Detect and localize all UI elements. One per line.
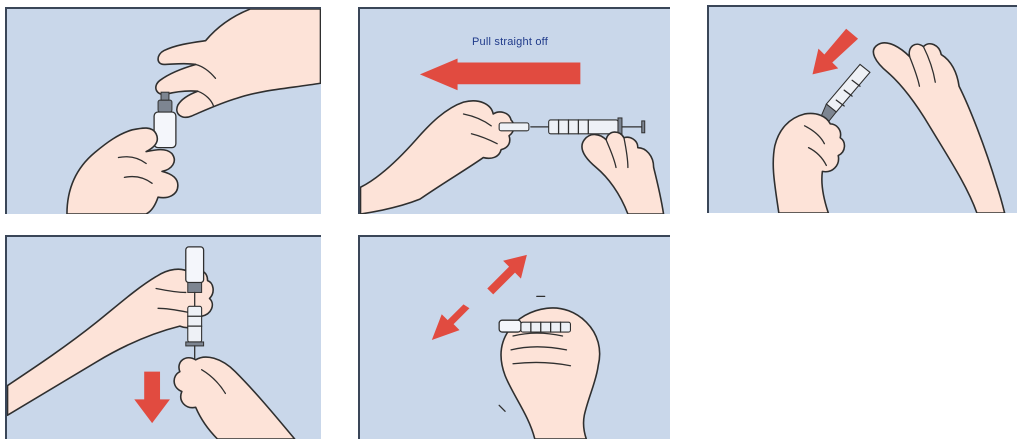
step-2-caption: Pull straight off xyxy=(472,36,548,48)
step-4-panel xyxy=(5,235,321,439)
syringe-icon xyxy=(531,118,645,136)
step-3-panel xyxy=(707,5,1017,213)
down-arrow-icon xyxy=(134,372,170,423)
step-5-illustration xyxy=(360,237,670,439)
diagonal-arrow-icon xyxy=(812,29,858,75)
vial-icon xyxy=(186,247,204,293)
lower-hand-icon xyxy=(174,357,295,439)
step-1-panel xyxy=(5,7,321,214)
step-3-illustration xyxy=(709,7,1017,213)
down-left-arrow-icon xyxy=(432,304,470,340)
step-4-illustration xyxy=(7,237,321,439)
step-5-panel xyxy=(358,235,670,439)
syringe-icon xyxy=(820,64,870,121)
right-hand-icon xyxy=(582,132,664,214)
step-2-panel: Pull straight off xyxy=(358,7,670,214)
syringe-icon xyxy=(499,320,570,332)
pull-left-arrow-icon xyxy=(420,59,580,91)
right-hand-icon xyxy=(873,43,1004,213)
step-1-illustration xyxy=(7,9,321,214)
up-right-arrow-icon xyxy=(487,255,527,295)
left-hand-icon xyxy=(361,101,514,214)
upper-hand-icon xyxy=(156,9,321,117)
needle-cap-icon xyxy=(499,123,529,131)
